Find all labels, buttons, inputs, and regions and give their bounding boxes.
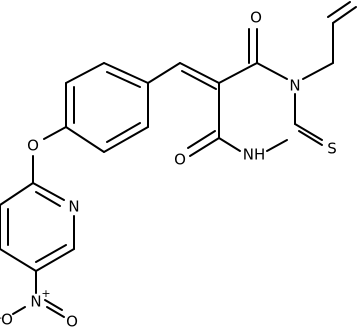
bond [65,62,105,84]
atom-o-carbonyl-top: O [250,9,262,27]
phenyl-ring [65,62,149,153]
double-bond-inner [181,70,217,90]
nitro-n-charge: + [41,287,50,300]
atom-o-carbonyl-bottom: O [174,151,186,169]
bond [218,137,241,152]
nitro-group [12,270,65,318]
bond [65,126,105,153]
atom-o-nitro-left: O [1,311,13,329]
bond [103,62,149,84]
double-bond-inner [106,71,141,88]
double-bond-inner [44,299,63,311]
atom-n-pyridine: N [68,198,79,216]
bond [103,126,149,153]
allyl-group [302,1,357,80]
nitro-o-charge: - [0,311,2,324]
bond [302,62,334,80]
ether-linkage [32,126,67,184]
bond [332,6,357,24]
pyridine-ring [0,182,75,272]
pyrimidine-ring [187,28,323,157]
atom-n-nitro: N [30,293,41,311]
double-bond-inner [35,191,61,207]
double-bond-inner [327,1,351,18]
bond [0,182,34,206]
atom-nh: NH [243,146,266,164]
methylidene-linker [147,62,220,90]
bond [0,248,37,272]
bond [189,137,220,157]
bond [147,62,181,84]
double-bond-inner [106,122,141,143]
double-bond-inner [187,130,216,149]
bond [12,306,26,315]
atom-s-thione: S [327,140,337,158]
atom-o-nitro-right: O [66,313,78,331]
bond [294,123,323,141]
bond [35,248,75,272]
bond [218,62,258,84]
bond [266,139,288,152]
double-bond-inner [35,244,67,263]
atom-o-ether: O [27,137,39,155]
bond [46,306,65,318]
bond [256,62,288,80]
bond [43,126,67,140]
bond [32,182,65,201]
bond [179,62,220,84]
double-bond-inner [298,130,323,146]
atom-n-allyl: N [289,77,300,95]
